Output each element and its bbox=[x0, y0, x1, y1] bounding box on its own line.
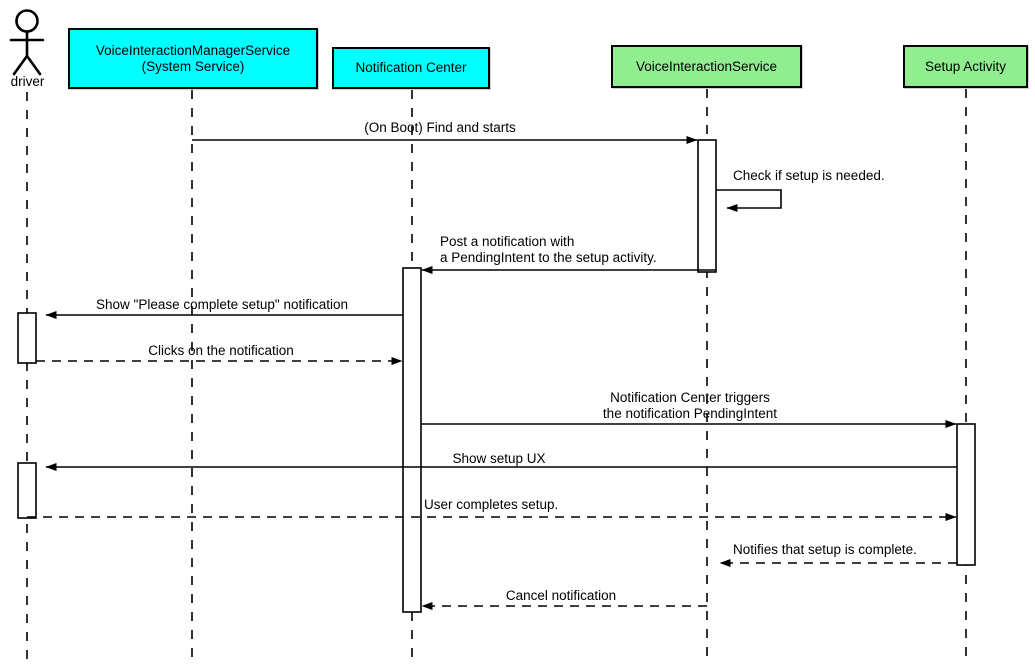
message-label-10: Cancel notification bbox=[505, 588, 617, 603]
activation-setup-activity bbox=[956, 423, 976, 566]
activation-driver-2 bbox=[17, 462, 37, 519]
activation-notification-center bbox=[402, 267, 422, 613]
activation-vis bbox=[697, 139, 717, 273]
activation-bars bbox=[17, 139, 976, 613]
participant-driver-label: driver bbox=[10, 74, 45, 89]
message-label-3: Post a notification with a PendingIntent… bbox=[440, 234, 657, 265]
activation-driver-1 bbox=[17, 312, 37, 364]
message-label-7: Show setup UX bbox=[452, 451, 546, 466]
message-label-8: User completes setup. bbox=[424, 497, 559, 512]
message-label-4: Show "Please complete setup" notificatio… bbox=[96, 297, 348, 312]
participant-voiceinteractionmanagerservice[interactable]: VoiceInteractionManagerService (System S… bbox=[68, 28, 318, 89]
message-label-9: Notifies that setup is complete. bbox=[733, 542, 917, 557]
message-label-5: Clicks on the notification bbox=[148, 343, 294, 358]
actor-driver-icon bbox=[9, 9, 45, 76]
message-arrow-2 bbox=[716, 189, 782, 212]
participant-notification-center[interactable]: Notification Center bbox=[332, 47, 490, 89]
participant-voiceinteractionservice[interactable]: VoiceInteractionService bbox=[611, 45, 802, 88]
message-label-1: (On Boot) Find and starts bbox=[364, 120, 516, 135]
message-label-2: Check if setup is needed. bbox=[733, 168, 885, 183]
participant-setup-activity[interactable]: Setup Activity bbox=[903, 45, 1028, 88]
message-label-6: Notification Center triggers the notific… bbox=[602, 390, 778, 421]
